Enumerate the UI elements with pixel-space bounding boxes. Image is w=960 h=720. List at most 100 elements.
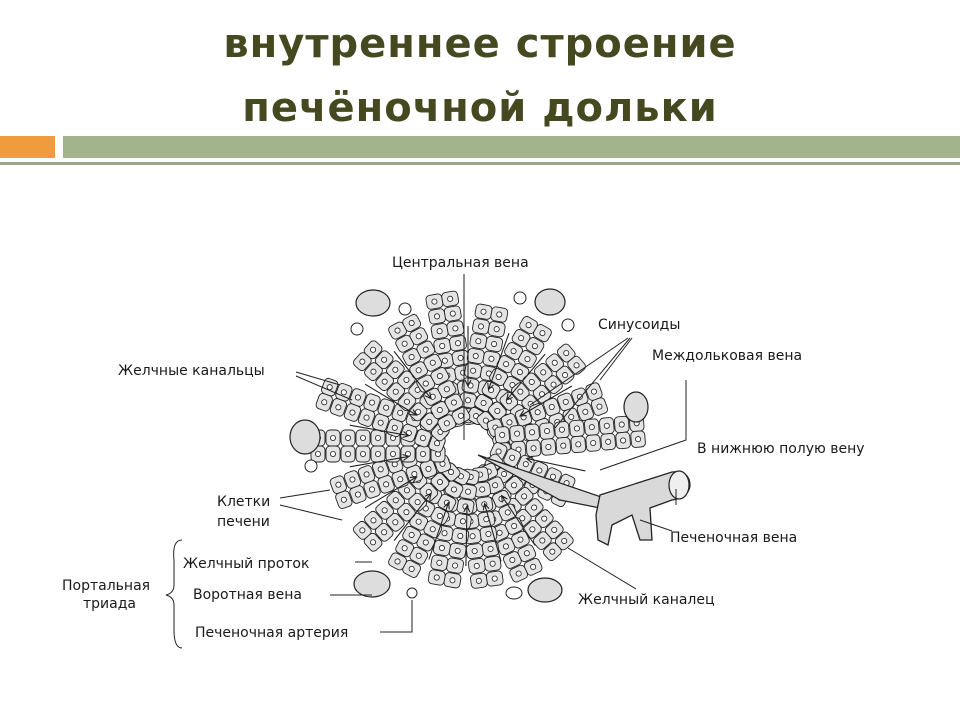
cell-nucleus bbox=[620, 437, 627, 444]
portal-vessel bbox=[353, 570, 391, 598]
cell-nucleus bbox=[401, 545, 408, 552]
cell-nucleus bbox=[488, 355, 495, 362]
cell-nucleus bbox=[561, 537, 568, 544]
cell-nucleus bbox=[390, 451, 396, 458]
cell-nucleus bbox=[425, 465, 432, 472]
flow-arrow bbox=[364, 476, 417, 509]
cell-nucleus bbox=[491, 575, 498, 582]
cell-nucleus bbox=[491, 340, 498, 347]
flow-arrow bbox=[349, 424, 409, 437]
cell-nucleus bbox=[449, 310, 456, 317]
label-liver-cells-2: печени bbox=[217, 514, 270, 530]
cell-nucleus bbox=[345, 435, 351, 441]
flow-arrowhead bbox=[424, 492, 432, 501]
cell-nucleus bbox=[370, 368, 377, 375]
cell-nucleus bbox=[531, 504, 538, 511]
cell-nucleus bbox=[524, 356, 531, 363]
cell-nucleus bbox=[531, 343, 538, 350]
cell-nucleus bbox=[369, 399, 376, 406]
cell-nucleus bbox=[375, 435, 381, 441]
label-bile-canaliculi: Желчные канальцы bbox=[118, 363, 265, 379]
cell-nucleus bbox=[558, 426, 565, 433]
cell-nucleus bbox=[530, 445, 537, 452]
cell-nucleus bbox=[596, 403, 603, 410]
cell-nucleus bbox=[517, 388, 524, 395]
cell-nucleus bbox=[377, 466, 384, 473]
cell-nucleus bbox=[359, 358, 366, 365]
cell-nucleus bbox=[515, 570, 522, 577]
cell-nucleus bbox=[370, 539, 377, 546]
cell-nucleus bbox=[429, 359, 436, 366]
label-hepatic-artery: Печеночная артерия bbox=[195, 625, 348, 641]
cell-nucleus bbox=[540, 369, 547, 376]
portal-vessel bbox=[561, 318, 575, 332]
cell-nucleus bbox=[422, 380, 429, 387]
hepatic-vein-opening bbox=[668, 470, 690, 500]
cell-nucleus bbox=[544, 428, 551, 435]
cell-nucleus bbox=[464, 397, 471, 404]
cell-nucleus bbox=[618, 421, 625, 428]
cell-nucleus bbox=[450, 486, 457, 493]
cell-nucleus bbox=[525, 322, 532, 329]
cell-nucleus bbox=[450, 399, 457, 406]
cell-nucleus bbox=[436, 512, 443, 519]
cell-nucleus bbox=[551, 526, 558, 533]
cell-nucleus bbox=[588, 424, 595, 431]
cell-nucleus bbox=[582, 408, 589, 415]
portal-vessel bbox=[350, 322, 364, 336]
flow-arrow bbox=[364, 383, 417, 416]
lobule-cell-plates bbox=[310, 290, 646, 589]
cell-nucleus bbox=[431, 298, 438, 305]
cell-nucleus bbox=[360, 435, 366, 441]
cell-nucleus bbox=[415, 333, 422, 340]
cell-nucleus bbox=[408, 565, 415, 572]
flow-arrowhead bbox=[487, 382, 494, 391]
cell-nucleus bbox=[381, 378, 388, 385]
cell-nucleus bbox=[480, 399, 487, 406]
cell-nucleus bbox=[523, 550, 530, 557]
cell-nucleus bbox=[392, 497, 399, 504]
cell-nucleus bbox=[414, 499, 421, 506]
portal-vessel bbox=[623, 391, 649, 423]
cell-nucleus bbox=[562, 372, 569, 379]
cell-nucleus bbox=[489, 560, 496, 567]
cell-nucleus bbox=[477, 323, 484, 330]
cell-nucleus bbox=[518, 335, 525, 342]
cell-nucleus bbox=[503, 361, 510, 368]
cell-nucleus bbox=[434, 313, 441, 320]
cell-nucleus bbox=[528, 378, 535, 385]
cell-nucleus bbox=[471, 548, 478, 555]
cell-nucleus bbox=[422, 539, 429, 546]
cell-nucleus bbox=[449, 577, 456, 584]
cell-nucleus bbox=[394, 558, 401, 565]
cell-nucleus bbox=[401, 340, 408, 347]
title-line-2: печёночной дольки bbox=[242, 85, 718, 131]
cell-nucleus bbox=[452, 562, 459, 569]
cell-nucleus bbox=[383, 481, 390, 488]
cell-nucleus bbox=[408, 354, 415, 361]
cell-nucleus bbox=[436, 559, 443, 566]
portal-vessel bbox=[355, 289, 391, 317]
cell-nucleus bbox=[403, 509, 410, 516]
cell-nucleus bbox=[635, 436, 642, 443]
cell-nucleus bbox=[403, 376, 410, 383]
cell-nucleus bbox=[539, 330, 546, 337]
cell-nucleus bbox=[539, 537, 546, 544]
cell-nucleus bbox=[375, 451, 381, 458]
cell-nucleus bbox=[363, 414, 370, 421]
flow-arrow bbox=[506, 353, 546, 401]
cell-nucleus bbox=[438, 545, 445, 552]
cell-nucleus bbox=[433, 574, 440, 581]
cell-nucleus bbox=[441, 530, 448, 537]
cell-nucleus bbox=[363, 471, 370, 478]
cell-nucleus bbox=[443, 420, 450, 427]
cell-nucleus bbox=[354, 491, 361, 498]
cell-nucleus bbox=[590, 440, 597, 447]
cell-nucleus bbox=[502, 543, 509, 550]
divider-rule bbox=[0, 162, 960, 165]
cell-nucleus bbox=[454, 547, 461, 554]
cell-nucleus bbox=[457, 412, 464, 419]
cell-nucleus bbox=[392, 366, 399, 373]
cell-nucleus bbox=[487, 545, 494, 552]
cell-nucleus bbox=[551, 359, 558, 366]
